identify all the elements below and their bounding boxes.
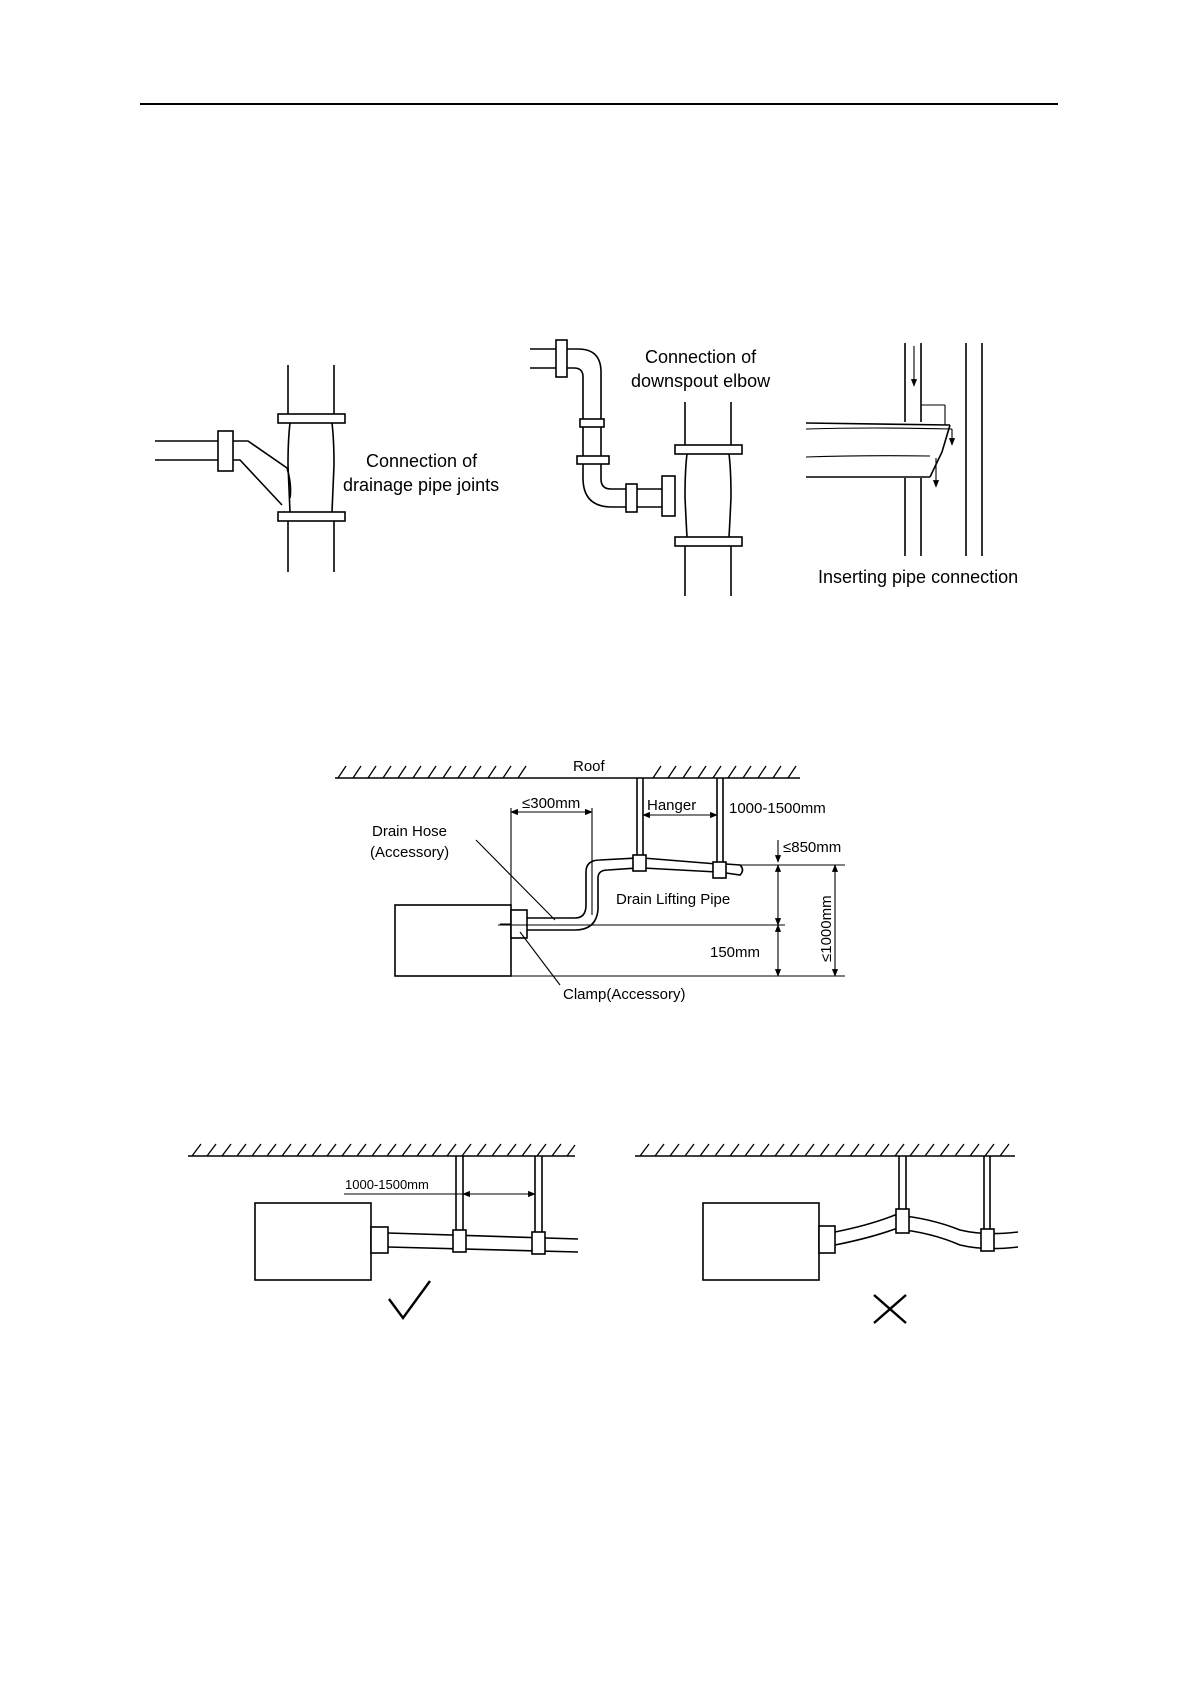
wrong-installation-diagram xyxy=(635,1144,1018,1323)
dim-150-label: 150mm xyxy=(710,944,760,961)
check-mark-icon xyxy=(389,1281,430,1318)
roof-label: Roof xyxy=(573,758,606,775)
insert-caption: Inserting pipe connection xyxy=(818,567,1018,587)
elbow-caption-line2: downspout elbow xyxy=(631,371,771,391)
drain-hose-label-line2: (Accessory) xyxy=(370,844,449,861)
dim-span-label: 1000-1500mm xyxy=(729,800,826,817)
drain-hose-label-line1: Drain Hose xyxy=(372,823,447,840)
dim-300-label: ≤300mm xyxy=(522,795,580,812)
drain-lifting-pipe-label: Drain Lifting Pipe xyxy=(616,891,730,908)
elbow-caption-line1: Connection of xyxy=(645,347,757,367)
drainage-pipe-joint-drawing xyxy=(155,365,345,572)
roof-hatching xyxy=(338,766,796,778)
correct-installation-diagram xyxy=(188,1144,578,1318)
joint-caption-line1: Connection of xyxy=(366,451,478,471)
cross-mark-icon xyxy=(874,1295,906,1323)
dim-1000-label: ≤1000mm xyxy=(818,895,835,962)
dim-850-label: ≤850mm xyxy=(783,839,841,856)
joint-caption-line2: drainage pipe joints xyxy=(343,475,499,495)
inserting-pipe-drawing xyxy=(806,343,982,556)
dim-span-label-correct: 1000-1500mm xyxy=(345,1177,429,1192)
clamp-label: Clamp(Accessory) xyxy=(563,986,686,1003)
hanger-label: Hanger xyxy=(647,797,696,814)
drain-lifting-diagram xyxy=(335,766,845,985)
